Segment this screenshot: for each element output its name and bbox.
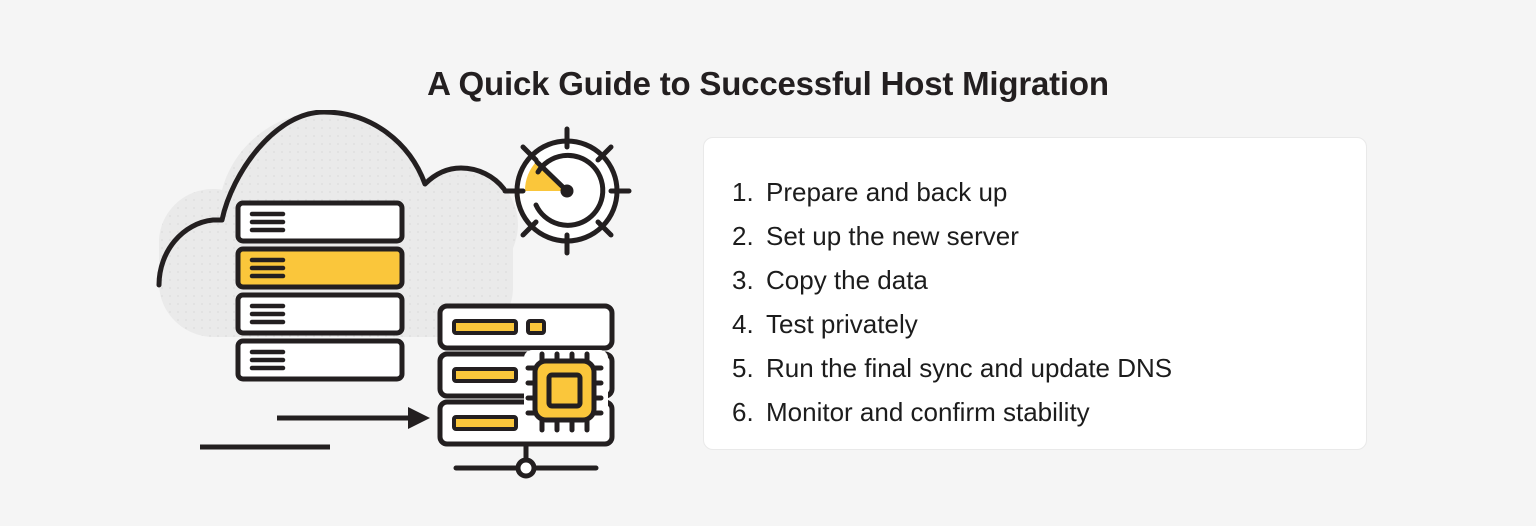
list-item: 1. Prepare and back up <box>732 170 1366 214</box>
step-label: Set up the new server <box>766 221 1019 251</box>
cpu-chip-icon <box>524 350 608 434</box>
step-number: 1. <box>732 177 754 207</box>
migration-arrow <box>200 407 430 450</box>
list-item: 5. Run the final sync and update DNS <box>732 346 1366 390</box>
cloud-server-migration-illustration <box>120 110 660 500</box>
clock-inner-arc <box>533 152 606 228</box>
step-label: Prepare and back up <box>766 177 1008 207</box>
step-number: 6. <box>732 397 754 427</box>
migration-steps-list: 1. Prepare and back up 2. Set up the new… <box>704 138 1366 434</box>
migration-steps-card: 1. Prepare and back up 2. Set up the new… <box>703 137 1367 450</box>
clock-gauge-icon <box>502 126 632 256</box>
page-title: A Quick Guide to Successful Host Migrati… <box>427 65 1109 103</box>
list-item: 4. Test privately <box>732 302 1366 346</box>
destination-server-rack <box>437 303 615 447</box>
step-label: Test privately <box>766 309 918 339</box>
clock-ticks <box>502 126 632 256</box>
step-number: 2. <box>732 221 754 251</box>
list-item: 2. Set up the new server <box>732 214 1366 258</box>
cloud-server-bar-1 <box>235 200 405 244</box>
list-item: 3. Copy the data <box>732 258 1366 302</box>
cloud-server-bar-2-highlighted <box>235 246 405 290</box>
step-number: 5. <box>732 353 754 383</box>
step-number: 3. <box>732 265 754 295</box>
cloud-server-bar-4 <box>235 338 405 382</box>
clock-hand <box>534 159 570 194</box>
cloud-outline <box>156 110 507 288</box>
clock-center-dot <box>560 184 574 198</box>
list-item: 6. Monitor and confirm stability <box>732 390 1366 434</box>
network-connector <box>453 444 599 479</box>
step-number: 4. <box>732 309 754 339</box>
step-label: Copy the data <box>766 265 928 295</box>
rack-unit-1 <box>437 303 615 351</box>
cloud-server-stack <box>235 200 405 382</box>
cloud-server-bar-3 <box>235 292 405 336</box>
step-label: Run the final sync and update DNS <box>766 353 1173 383</box>
step-label: Monitor and confirm stability <box>766 397 1090 427</box>
